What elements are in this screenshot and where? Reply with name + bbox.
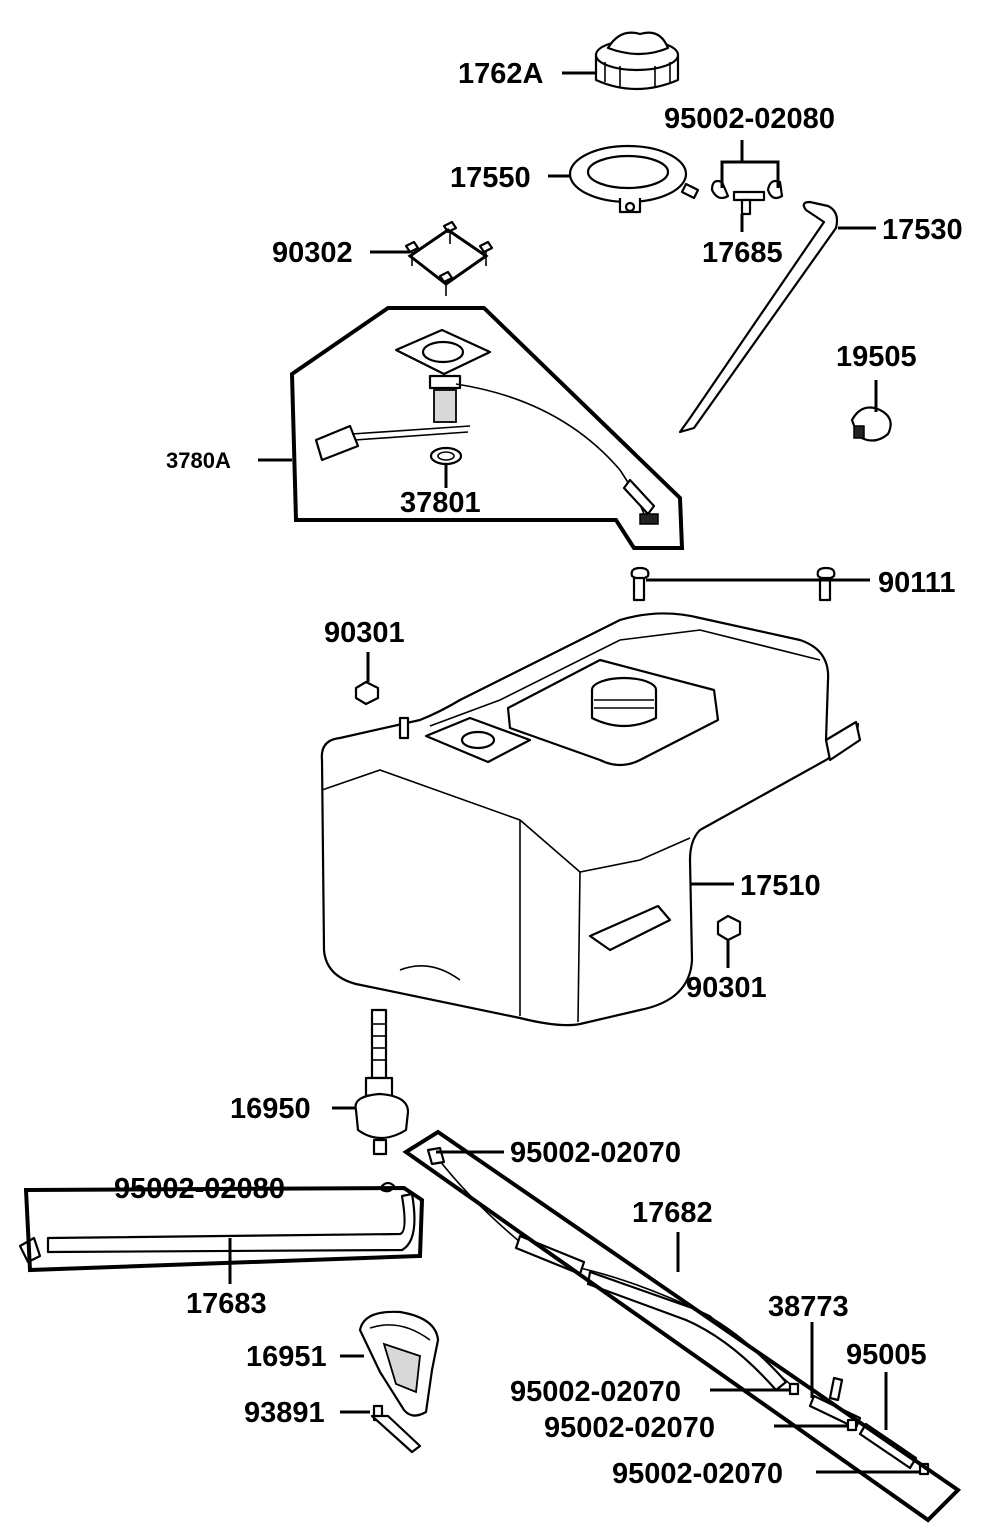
label-pump-seal: 37801 bbox=[400, 487, 481, 519]
fuel-cap-part bbox=[594, 31, 680, 91]
label-breather-joint: 17685 bbox=[702, 237, 783, 269]
label-pump-assy: 3780A bbox=[166, 448, 231, 473]
fuel-pump-part bbox=[314, 328, 659, 525]
pump-bolts-diamond bbox=[407, 228, 489, 286]
label-nut-upper: 90301 bbox=[324, 617, 405, 649]
bracket-part bbox=[358, 1310, 440, 1454]
label-pump-bolts: 90302 bbox=[272, 237, 353, 269]
label-screw: 93891 bbox=[244, 1397, 325, 1429]
nut-upper-part bbox=[354, 680, 380, 706]
label-clamp-top: 95002-02070 bbox=[510, 1137, 681, 1169]
label-breather-clamps: 95002-02080 bbox=[664, 103, 835, 135]
label-tank: 17510 bbox=[740, 870, 821, 902]
label-nut-lower: 90301 bbox=[686, 972, 767, 1004]
fuel-tank-part bbox=[320, 612, 862, 1027]
pump-assembly-box bbox=[289, 306, 685, 550]
label-breather-hose: 17530 bbox=[882, 214, 963, 246]
gasket-part bbox=[568, 144, 700, 214]
label-gasket: 17550 bbox=[450, 162, 531, 194]
label-fuel-hose-left: 17683 bbox=[186, 1288, 267, 1320]
label-tank-bolts: 90111 bbox=[878, 567, 955, 599]
label-clamp-a: 95002-02070 bbox=[510, 1376, 681, 1408]
label-clamp-left: 95002-02080 bbox=[114, 1173, 285, 1205]
fuel-hose-kit-box bbox=[402, 1129, 962, 1523]
label-cap: 1762A bbox=[458, 58, 544, 90]
hose-clamp-part bbox=[850, 406, 892, 442]
label-hose-short: 95005 bbox=[846, 1339, 927, 1371]
label-clamp-c: 95002-02070 bbox=[612, 1458, 783, 1490]
label-clamp-b: 95002-02070 bbox=[544, 1412, 715, 1444]
fuel-cock-part bbox=[354, 1008, 410, 1156]
breather-hose-part bbox=[678, 200, 839, 434]
label-tee-joint: 38773 bbox=[768, 1291, 849, 1323]
leader-lines bbox=[228, 71, 920, 1474]
label-fuel-hose-kit: 17682 bbox=[632, 1197, 713, 1229]
nut-lower-part bbox=[716, 914, 742, 942]
label-fuel-cock: 16950 bbox=[230, 1093, 311, 1125]
label-hose-clamp: 19505 bbox=[836, 341, 917, 373]
tank-bolts-part bbox=[630, 566, 836, 602]
label-bracket: 16951 bbox=[246, 1341, 327, 1373]
